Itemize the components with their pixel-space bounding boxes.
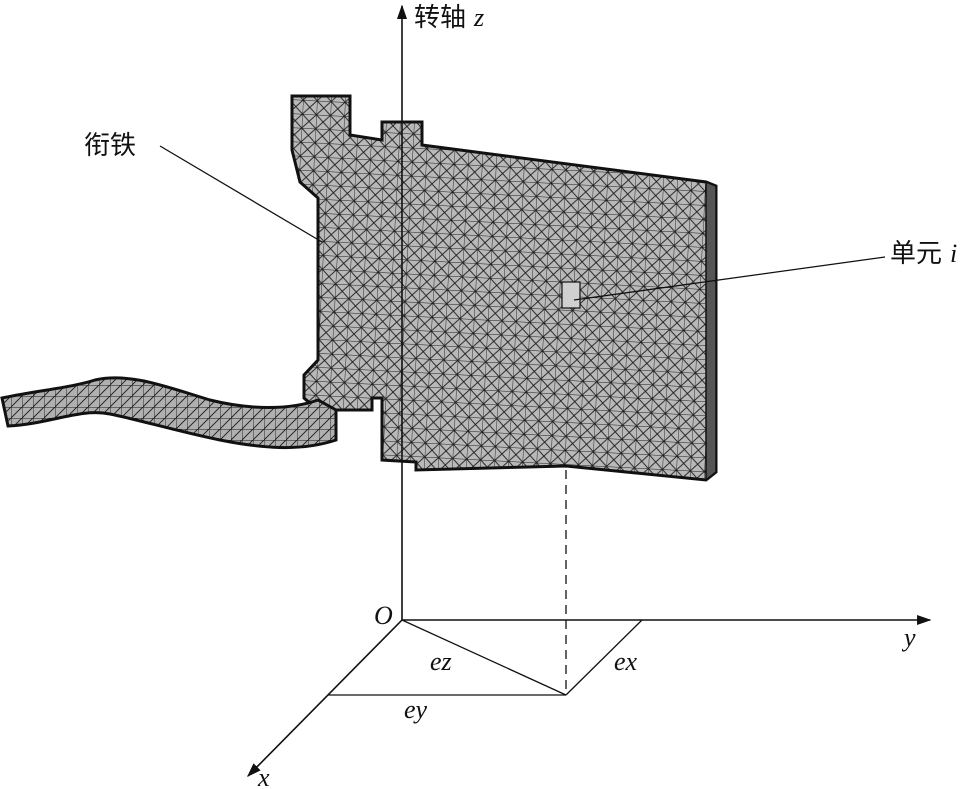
ey-label: ey (404, 695, 428, 724)
armature-plate (290, 94, 718, 482)
ex-label: ex (614, 647, 638, 676)
armature-label: 衔铁 (84, 131, 136, 161)
y-axis-label: y (901, 623, 916, 652)
x-axis (246, 619, 403, 778)
armature-leader-line (159, 145, 323, 243)
projection-lines (328, 470, 643, 696)
coordinate-axes (246, 4, 932, 778)
armature-mesh (0, 94, 718, 482)
ex-line (565, 619, 643, 696)
ez-label: ez (430, 647, 452, 676)
element-i-marker (561, 281, 581, 309)
origin-label: O (374, 601, 393, 630)
armature-plate-edge (705, 180, 717, 482)
ez-line (401, 619, 567, 696)
x-axis-label: x (257, 763, 270, 789)
element-leader-line (573, 256, 886, 301)
armature-spring-arm (0, 376, 338, 450)
